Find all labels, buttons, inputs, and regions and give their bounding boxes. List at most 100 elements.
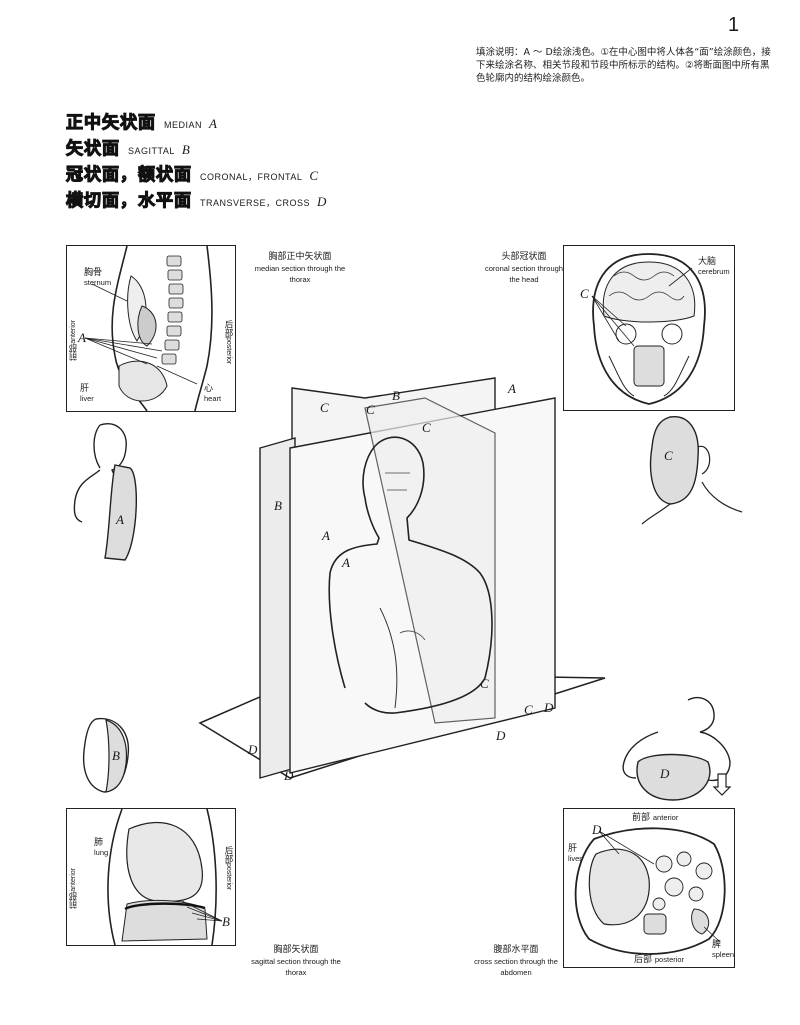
legend-en-sagittal: SAGITTAL (128, 146, 175, 156)
posterior-label-bottom-left: 后部posterior (222, 846, 234, 890)
sternum-cn: 胸骨 (84, 268, 103, 278)
letter-a-small-torso: A (116, 512, 124, 527)
caption-coronal-head: 头部冠状面 coronal section through the head (480, 252, 568, 285)
caption-sagittal-thorax-cn: 胸部矢状面 (273, 945, 319, 955)
liver-top-en: liver (80, 394, 94, 403)
legend-title-sagittal: 矢状面 (65, 138, 120, 159)
cross-abdomen-panel (563, 808, 735, 968)
letter-d-central-right: D (544, 700, 554, 715)
posterior-top-left-en: posterior (225, 337, 232, 365)
caption-sagittal-thorax-en: sagittal section through the thorax (251, 957, 341, 977)
plane-legend: 正中矢状面 MEDIAN A 矢状面 SAGITTAL B 冠状面，额状面 CO… (65, 108, 327, 212)
caption-coronal-head-en: coronal section through the head (485, 264, 563, 284)
posterior-label-top-left: 后部posterior (222, 320, 234, 364)
letter-a-central-body: A (342, 555, 350, 570)
liver-bottom-en: liver (568, 854, 582, 863)
page-number: 1 (728, 14, 740, 36)
caption-cross-abdomen: 腹部水平面 cross section through the abdomen (470, 945, 562, 978)
posterior-label-bottom-right: 后部 posterior (634, 955, 684, 965)
caption-cross-abdomen-en: cross section through the abdomen (474, 957, 558, 977)
small-torso-transverse-figure (622, 696, 732, 801)
heart-en: heart (204, 394, 222, 403)
liver-top-cn: 肝 (80, 384, 90, 394)
letter-d-central-bottom: D (496, 728, 506, 743)
letter-b-small-head: B (112, 748, 120, 763)
letter-a-central-left: A (322, 528, 330, 543)
caption-coronal-head-cn: 头部冠状面 (501, 252, 547, 262)
letter-a-central-top-right: A (508, 381, 516, 396)
caption-sagittal-thorax: 胸部矢状面 sagittal section through the thora… (242, 945, 350, 978)
letter-b-central-top: B (392, 388, 400, 403)
letter-c-central-lower: C (480, 676, 489, 691)
letter-b-sagittal-panel: B (222, 914, 230, 929)
sagittal-thorax-drawing (107, 808, 223, 946)
anterior-bottom-right-cn: 前部 (632, 813, 651, 823)
small-head-coronal-figure (641, 416, 743, 525)
legend-title-transverse: 横切面，水平面 (65, 190, 192, 211)
legend-en-median: MEDIAN (164, 120, 203, 130)
caption-median-thorax-cn: 胸部正中矢状面 (268, 252, 332, 262)
legend-en-coronal: CORONAL，FRONTAL (200, 172, 303, 182)
letter-b-central-left: B (274, 498, 282, 513)
legend-en-transverse: TRANSVERSE，CROSS (200, 198, 311, 208)
cerebrum-cn: 大脑 (698, 257, 717, 267)
lung-en: lung (94, 848, 109, 857)
anterior-label-bottom-right: 前部 anterior (632, 813, 678, 823)
median-thorax-panel (66, 245, 236, 412)
posterior-bottom-right-en: posterior (654, 955, 685, 964)
anterior-label-top-left: 前部anterior (68, 320, 80, 361)
letter-d-central-left: D (248, 742, 258, 757)
cross-abdomen-drawing (574, 827, 726, 955)
sternum-en: sternum (84, 278, 112, 287)
coronal-head-panel (563, 245, 735, 411)
anterior-bottom-left-en: anterior (70, 868, 77, 892)
median-thorax-drawing (84, 245, 213, 412)
caption-cross-abdomen-cn: 腹部水平面 (493, 945, 539, 955)
legend-row-median: 正中矢状面 MEDIAN A (65, 108, 326, 134)
letter-c-coronal-panel: C (580, 286, 589, 301)
heart-cn: 心 (204, 384, 214, 394)
anterior-top-left-en: anterior (70, 320, 77, 344)
letter-d-central-base: D (284, 768, 294, 783)
posterior-top-left-cn: 后部 (223, 320, 233, 337)
caption-median-thorax-en: median section through the thorax (254, 264, 346, 284)
legend-row-coronal: 冠状面，额状面 CORONAL，FRONTAL C (65, 160, 326, 186)
coloring-instructions: 填涂说明：A ～ D绘涂浅色。①在中心图中将人体各“面”绘涂颜色，接下来绘涂名称… (476, 47, 771, 84)
letter-c-central-right: C (422, 420, 431, 435)
spleen-cn: 脾 (712, 940, 722, 950)
coronal-head-drawing (591, 253, 706, 405)
anterior-top-left-cn: 前部 (69, 343, 79, 361)
legend-letter-transverse: D (317, 194, 327, 209)
legend-letter-sagittal: B (181, 142, 190, 157)
central-planes-figure (198, 377, 606, 779)
posterior-bottom-right-cn: 后部 (634, 955, 653, 965)
liver-bottom-cn: 肝 (568, 844, 578, 854)
posterior-bottom-left-en: posterior (225, 863, 232, 891)
small-torso-figure (73, 423, 137, 561)
legend-letter-coronal: C (309, 168, 319, 183)
sagittal-thorax-panel (66, 808, 236, 946)
legend-row-transverse: 横切面，水平面 TRANSVERSE，CROSS D (65, 186, 327, 212)
small-head-sagittal-figure (82, 717, 130, 793)
anterior-bottom-left-cn: 前部 (69, 891, 79, 909)
letter-d-cross-panel: D (592, 822, 602, 837)
anterior-label-bottom-left: 前部anterior (68, 868, 80, 909)
legend-row-sagittal: 矢状面 SAGITTAL B (65, 134, 326, 160)
letter-c-central-bottom-right: C (524, 702, 533, 717)
letter-c-central-top: C (366, 402, 375, 417)
letter-d-small-torso: D (660, 766, 670, 781)
caption-median-thorax: 胸部正中矢状面 median section through the thora… (245, 252, 355, 285)
cerebrum-en: cerebrum (698, 267, 730, 276)
anterior-bottom-right-en: anterior (652, 813, 679, 822)
legend-title-coronal: 冠状面，额状面 (65, 164, 192, 185)
legend-letter-median: A (209, 116, 217, 131)
letter-c-central-back: C (320, 400, 329, 415)
letter-a-median-panel: A (78, 330, 86, 345)
legend-title-median: 正中矢状面 (65, 112, 156, 133)
